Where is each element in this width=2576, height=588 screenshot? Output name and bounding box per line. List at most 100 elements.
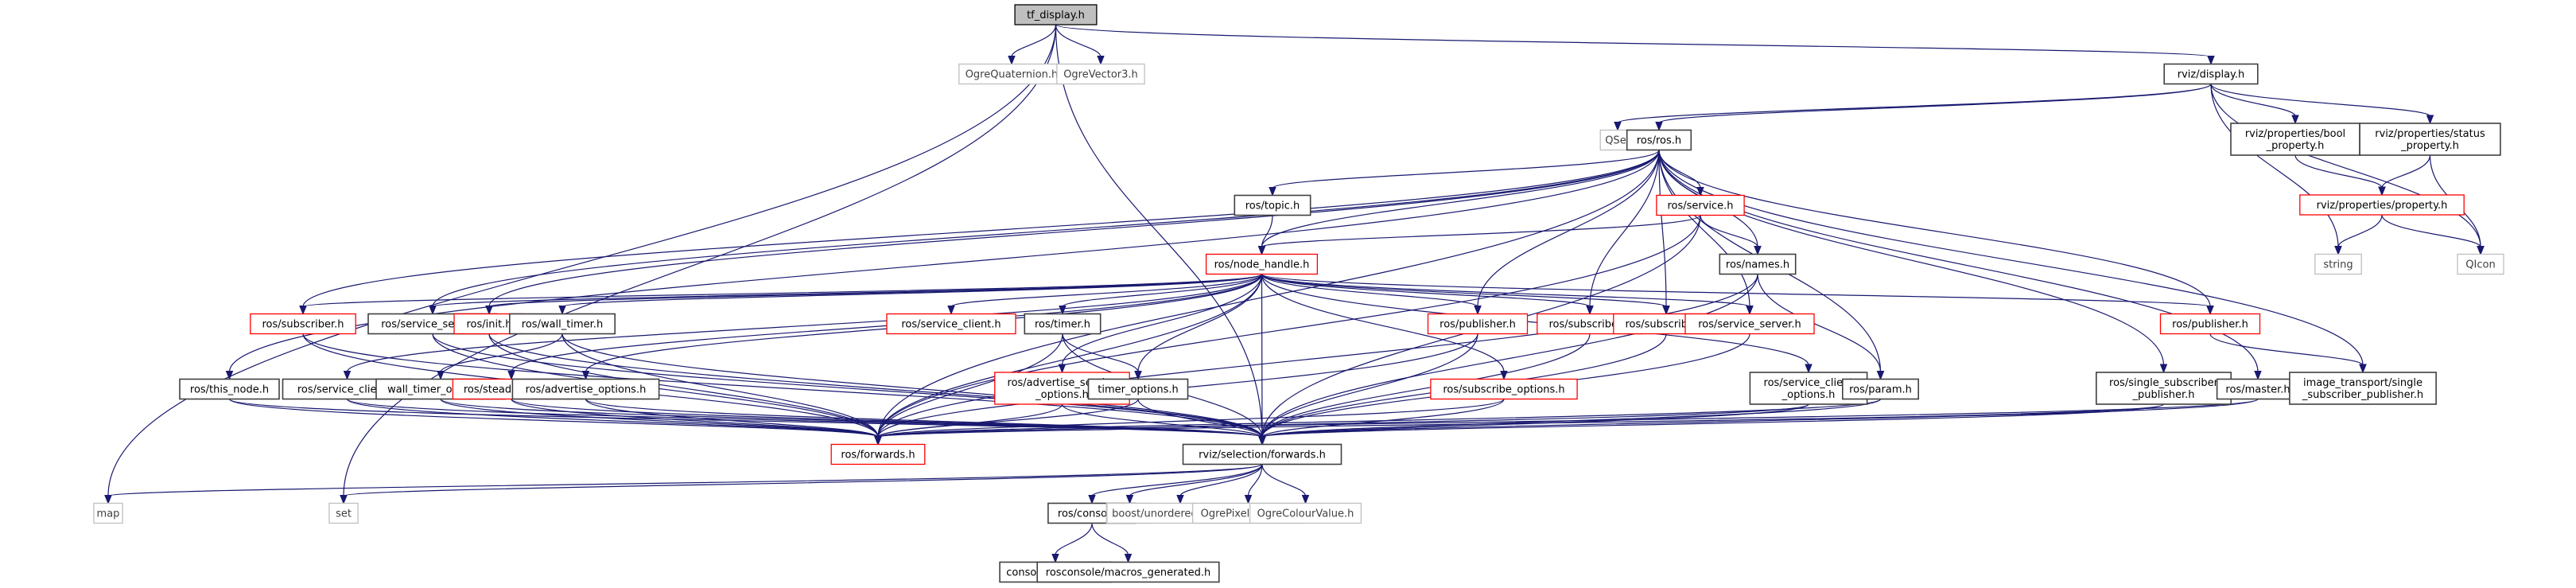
graph-node-this-node[interactable]: ros/this_node.h — [179, 378, 280, 400]
node-label: rviz/display.h — [2178, 69, 2245, 81]
edge-node_handle-to-subscriber1 — [299, 273, 1263, 315]
node-box — [1014, 4, 1098, 25]
node-box — [1249, 502, 1362, 524]
edge-node_handle-to-wall_timer — [558, 273, 1263, 315]
graph-node-sel-forwards[interactable]: rviz/selection/forwards.h — [1182, 443, 1342, 465]
node-box — [886, 313, 1016, 335]
edge-ros_service-to-node_handle — [1257, 214, 1701, 255]
arrowhead-icon — [2426, 115, 2434, 125]
arrowhead-icon — [2159, 364, 2168, 374]
node-label: ros/service_client.h — [297, 384, 397, 396]
graph-node-publisher2[interactable]: ros/publisher.h — [2159, 313, 2261, 335]
edge-ros_service-to-ros_names — [1700, 215, 1762, 255]
edge-ros_ros-to-publisher2 — [1658, 150, 2214, 315]
edge-line — [1589, 150, 1660, 307]
edge-rviz_display-to-bool_prop — [2210, 84, 2299, 125]
graph-node-wall-timer[interactable]: ros/wall_timer.h — [508, 313, 616, 335]
arrowhead-icon — [2378, 186, 2386, 197]
node-label: ros/forwards.h — [841, 450, 915, 461]
graph-node-ros-forwards[interactable]: ros/forwards.h — [830, 443, 926, 465]
graph-node-it-single-sub-pub[interactable]: image_transport/single_subscriber_publis… — [2289, 372, 2437, 405]
edge-line — [488, 150, 1660, 307]
edge-line — [1658, 150, 1750, 307]
graph-node-service-server2[interactable]: ros/service_server.h — [1684, 313, 1815, 335]
graph-node-node-handle[interactable]: ros/node_handle.h — [1205, 253, 1319, 275]
edge-ros_names-to-ros_param — [1757, 274, 1885, 380]
edge-node_handle-to-service_server2 — [1261, 273, 1754, 315]
edge-node_handle-to-sel_forwards — [1258, 274, 1266, 446]
graph-node-string: string — [2314, 253, 2362, 275]
edge-node_handle-to-service_client1 — [947, 273, 1263, 315]
graph-node-subscribe-opts[interactable]: ros/subscribe_options.h — [1430, 378, 1578, 400]
edge-node_handle-to-publisher2 — [1261, 273, 2214, 315]
edge-subscribe_opts-to-sel_forwards — [1258, 399, 1505, 446]
edge-line — [1137, 274, 1263, 372]
arrowhead-icon — [1008, 56, 1016, 65]
node-label: rviz/properties/bool — [2245, 128, 2345, 140]
graph-node-ros-param[interactable]: ros/param.h — [1842, 378, 1920, 400]
node-label: ros/timer.h — [1035, 319, 1090, 331]
edge-line — [561, 333, 1263, 438]
edge-rviz_display-to-qicon — [2210, 84, 2485, 255]
edge-line — [346, 274, 1263, 372]
graph-node-macros-gen[interactable]: rosconsole/macros_generated.h — [1036, 561, 1220, 583]
arrowhead-icon — [1474, 306, 1482, 315]
edge-line — [1261, 273, 2211, 308]
graph-node-timer-opts[interactable]: timer_options.h — [1087, 378, 1189, 400]
edge-line — [302, 273, 1263, 308]
edge-line — [511, 398, 879, 438]
edge-line — [1129, 464, 1263, 497]
edge-line — [2210, 84, 2296, 117]
graph-node-advertise-opts[interactable]: ros/advertise_options.h — [511, 378, 660, 400]
edge-node_handle-to-subscriber2 — [1261, 273, 1594, 315]
arrowhead-icon — [1754, 246, 1762, 255]
graph-node-ros-names[interactable]: ros/names.h — [1719, 253, 1797, 275]
arrowhead-icon — [2291, 115, 2299, 125]
node-box — [2230, 123, 2360, 156]
graph-node-ros-master[interactable]: ros/master.h — [2216, 378, 2300, 400]
edge-sel_forwards-to-ros_console — [1088, 464, 1263, 504]
edge-line — [1091, 523, 1129, 555]
edge-ros_ros-to-node_handle — [1257, 150, 1660, 255]
edge-line — [2209, 333, 2364, 366]
graph-node-ros-timer[interactable]: ros/timer.h — [1024, 313, 1102, 335]
graph-node-ros-ros[interactable]: ros/ros.h — [1626, 129, 1692, 151]
graph-node-rviz-display[interactable]: rviz/display.h — [2163, 63, 2259, 85]
arrowhead-icon — [558, 306, 566, 315]
graph-node-ros-service[interactable]: ros/service.h — [1656, 194, 1745, 216]
edge-line — [1062, 333, 1139, 372]
arrowhead-icon — [2477, 246, 2485, 255]
node-box — [1626, 129, 1692, 151]
node-label: QIcon — [2465, 259, 2495, 271]
node-box — [179, 378, 280, 400]
arrowhead-icon — [2334, 246, 2342, 255]
arrowhead-icon — [1059, 306, 1067, 315]
edge-line — [1261, 274, 1505, 372]
node-box — [2096, 372, 2232, 405]
graph-node-single-sub-pub[interactable]: ros/single_subscriber_publisher.h — [2096, 372, 2232, 405]
edge-line — [228, 398, 879, 438]
edge-line — [877, 274, 1758, 438]
edge-wall_timer_opts-to-ros_forwards — [440, 398, 882, 446]
arrowhead-icon — [1097, 56, 1105, 65]
graph-node-ros-topic[interactable]: ros/topic.h — [1234, 194, 1311, 216]
graph-node-service-client1[interactable]: ros/service_client.h — [886, 313, 1016, 335]
graph-node-tf-display: tf_display.h — [1014, 4, 1098, 25]
arrowhead-icon — [2206, 306, 2214, 315]
graph-node-prop[interactable]: rviz/properties/property.h — [2299, 194, 2465, 216]
arrowhead-icon — [1088, 495, 1096, 504]
graph-node-subscriber1[interactable]: ros/subscriber.h — [250, 313, 356, 335]
edge-line — [1091, 464, 1263, 497]
node-box — [2457, 253, 2504, 275]
graph-node-ogre-vec3: OgreVector3.h — [1056, 63, 1145, 85]
graph-node-bool-prop[interactable]: rviz/properties/bool_property.h — [2230, 123, 2360, 156]
node-label: ros/service_server.h — [1698, 319, 1801, 331]
edge-line — [2210, 84, 2481, 247]
edge-line — [1261, 274, 1263, 438]
node-box — [511, 378, 660, 400]
graph-node-publisher1[interactable]: ros/publisher.h — [1427, 313, 1529, 335]
graph-node-status-prop[interactable]: rviz/properties/status_property.h — [2359, 123, 2501, 156]
arrowhead-icon — [1655, 122, 1663, 131]
arrowhead-icon — [343, 371, 352, 380]
